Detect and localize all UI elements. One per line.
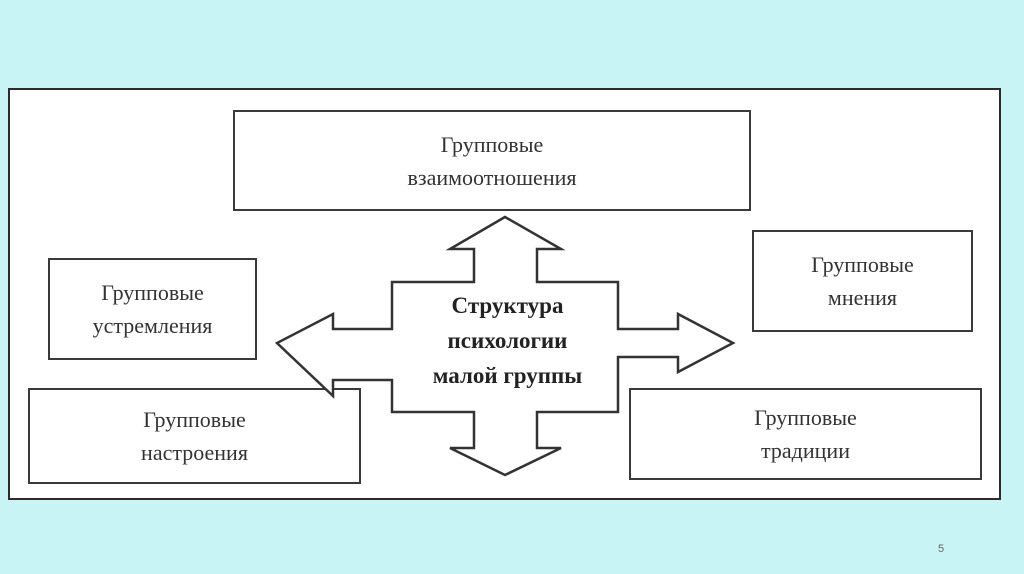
box-group-aspirations: Групповые устремления — [48, 258, 257, 360]
center-title-line: Структура — [451, 293, 564, 318]
center-title: Структура психологии малой группы — [400, 288, 615, 393]
box-group-traditions: Групповые традиции — [629, 388, 982, 480]
box-line: Групповые — [811, 252, 914, 277]
box-group-opinions: Групповые мнения — [752, 230, 973, 332]
box-line: взаимоотношения — [407, 164, 577, 190]
slide-number: 5 — [938, 543, 945, 555]
box-line: устремления — [92, 313, 213, 338]
box-line: Групповые — [143, 407, 246, 432]
center-title-line: психологии — [447, 328, 568, 353]
cross-arrow-shape — [274, 215, 736, 477]
box-line: Групповые — [101, 280, 204, 305]
box-line: Групповые — [754, 405, 857, 430]
box-line: настроения — [141, 440, 248, 465]
box-group-relations: Групповые взаимоотношения — [233, 110, 751, 211]
box-line: Групповые — [440, 131, 544, 157]
box-line: мнения — [827, 285, 898, 310]
box-line: традиции — [761, 438, 850, 463]
box-group-moods: Групповые настроения — [28, 388, 361, 484]
center-title-line: малой группы — [432, 363, 583, 388]
